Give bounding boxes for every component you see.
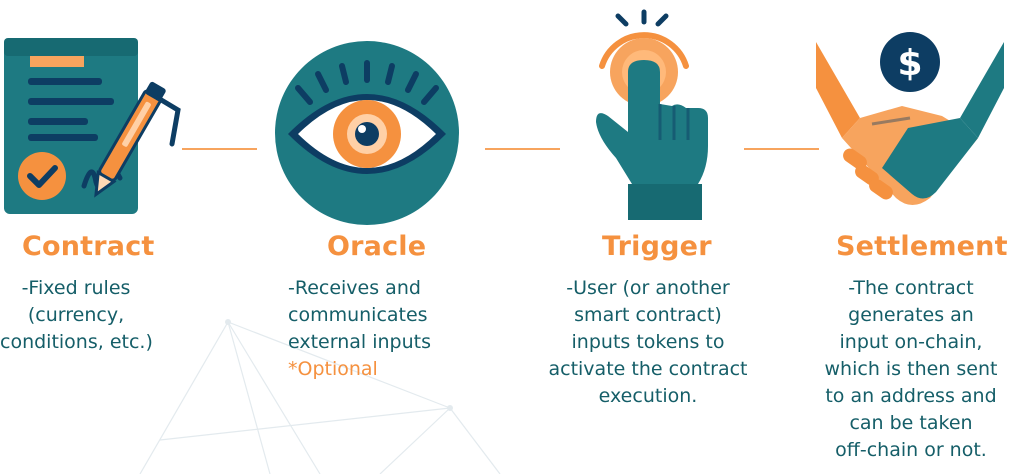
description-line: smart contract) bbox=[574, 304, 722, 326]
description-line: can be taken bbox=[849, 412, 973, 434]
description-line: external inputs bbox=[288, 331, 431, 353]
description-line: conditions, etc.) bbox=[0, 331, 153, 353]
description-line: -Receives and bbox=[288, 277, 421, 299]
step-description-settlement: -The contract generates an input on-chai… bbox=[816, 275, 1006, 464]
description-line: which is then sent bbox=[824, 358, 998, 380]
description-line: execution. bbox=[598, 385, 698, 407]
hand-pointer-icon bbox=[588, 8, 718, 224]
description-line: (currency, bbox=[27, 304, 125, 326]
step-description-contract: -Fixed rules (currency, conditions, etc.… bbox=[0, 275, 153, 356]
description-line: generates an bbox=[848, 304, 974, 326]
description-line: -The contract bbox=[848, 277, 974, 299]
step-title-contract: Contract bbox=[22, 231, 155, 262]
dollar-badge: $ bbox=[897, 43, 922, 84]
contract-document-icon bbox=[2, 36, 188, 218]
eye-icon bbox=[274, 40, 460, 226]
connector-line bbox=[485, 148, 560, 150]
handshake-icon: $ bbox=[812, 28, 1008, 224]
description-line: off-chain or not. bbox=[835, 439, 987, 461]
description-line: inputs tokens to bbox=[571, 331, 725, 353]
description-line: input on-chain, bbox=[839, 331, 983, 353]
step-description-oracle: -Receives and communicates external inpu… bbox=[288, 275, 436, 383]
description-line: to an address and bbox=[825, 385, 997, 407]
description-line: communicates bbox=[288, 304, 428, 326]
step-title-settlement: Settlement bbox=[836, 231, 1008, 262]
optional-note: *Optional bbox=[288, 358, 378, 380]
step-description-trigger: -User (or another smart contract) inputs… bbox=[548, 275, 748, 410]
step-title-trigger: Trigger bbox=[602, 231, 712, 262]
description-line: -User (or another bbox=[566, 277, 730, 299]
step-title-oracle: Oracle bbox=[327, 231, 427, 262]
connector-line bbox=[744, 148, 819, 150]
description-line: -Fixed rules bbox=[21, 277, 131, 299]
description-line: activate the contract bbox=[548, 358, 748, 380]
connector-line bbox=[182, 148, 257, 150]
